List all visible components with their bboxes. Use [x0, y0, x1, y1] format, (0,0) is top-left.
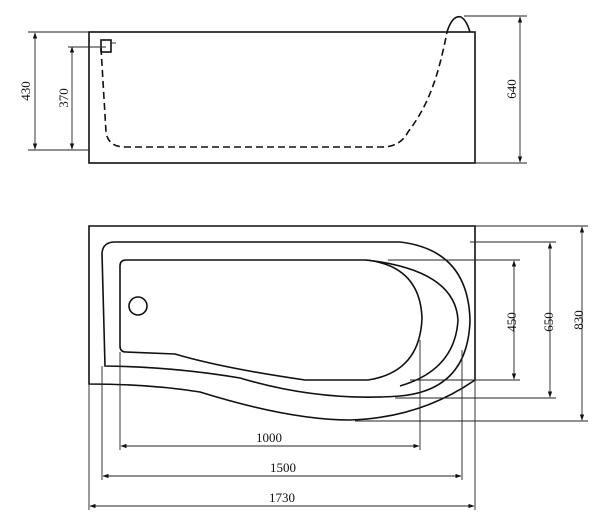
plan-outer-outline — [88, 225, 476, 421]
dim-450-label: 450 — [504, 312, 519, 332]
dim-430-label: 430 — [18, 81, 33, 101]
plan-view: 450 650 830 1000 1500 1730 — [88, 225, 588, 510]
drain-icon — [128, 296, 148, 316]
side-view-outline — [88, 31, 476, 164]
dim-370-label: 370 — [56, 88, 71, 108]
dim-1500-label: 1500 — [270, 460, 296, 475]
inner-tub-dashed-profile — [100, 31, 448, 148]
plan-rim — [101, 241, 471, 398]
plan-basin-step — [365, 259, 459, 387]
overflow-fitting — [100, 39, 112, 53]
dim-830-label: 830 — [571, 310, 586, 330]
dim-650-label: 650 — [541, 312, 556, 332]
dim-640-label: 640 — [504, 79, 519, 99]
headrest-bump — [446, 15, 471, 33]
side-view: 430 370 640 — [18, 15, 527, 164]
dim-1000-label: 1000 — [256, 430, 282, 445]
dim-1730-label: 1730 — [269, 490, 295, 505]
plan-inner-basin — [119, 259, 423, 381]
